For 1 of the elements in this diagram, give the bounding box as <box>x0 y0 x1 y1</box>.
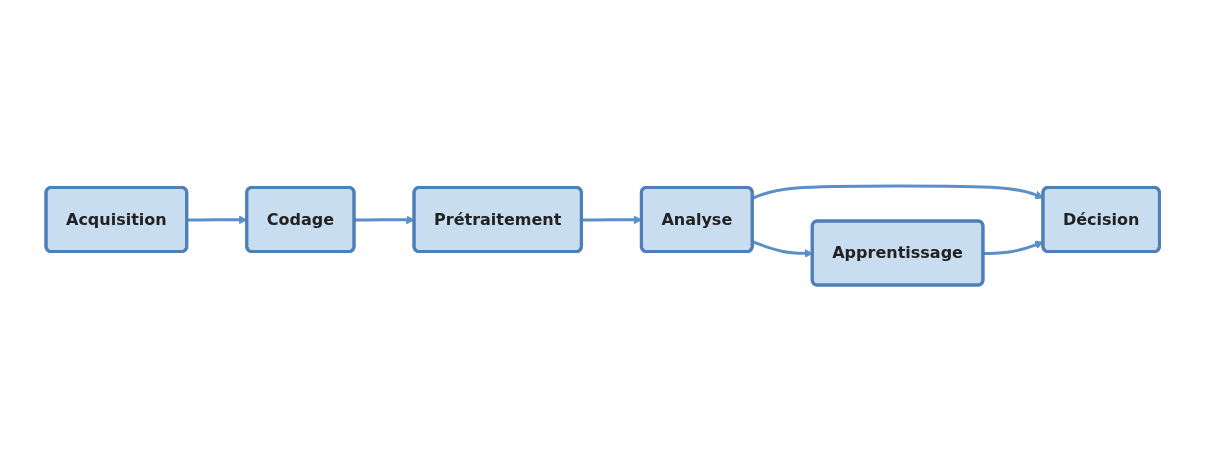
arrow <box>752 239 813 258</box>
